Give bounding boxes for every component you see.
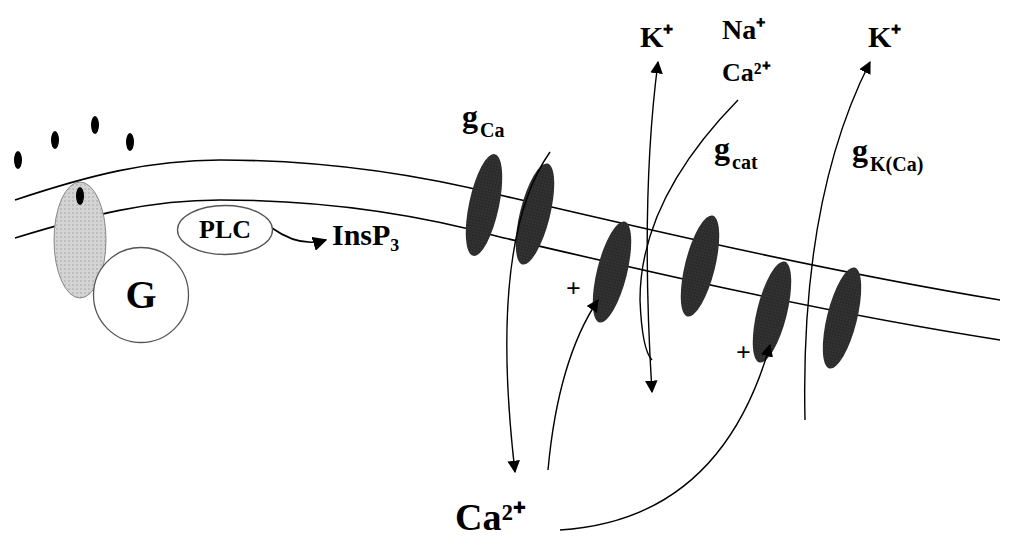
node-label: G — [125, 275, 156, 315]
activation-arrow — [560, 345, 770, 530]
ligand — [14, 151, 22, 169]
plc-ellipse: PLC — [176, 204, 274, 256]
ligand — [51, 131, 59, 149]
ion-flux — [805, 62, 870, 420]
ligand — [76, 187, 84, 205]
g-protein-circle: G — [92, 246, 190, 344]
ion-flux — [640, 100, 738, 360]
ion-label: Na⁺ — [722, 16, 765, 44]
ion-label: Ca²⁺ — [722, 60, 771, 86]
ligand — [91, 116, 99, 134]
conductance-symbol: g — [714, 132, 730, 164]
leader-arrow — [272, 228, 326, 242]
conductance-symbol: g — [852, 134, 868, 166]
activation-sign: + — [736, 340, 751, 366]
channel-subunit — [508, 160, 562, 268]
conductance-symbol: g — [462, 100, 478, 132]
ion-label: K⁺ — [868, 22, 901, 52]
channel-subunit — [815, 264, 869, 372]
messenger-label: InsP₃ — [332, 220, 399, 250]
ion-flux — [507, 152, 550, 472]
channel-subunit — [585, 218, 639, 326]
conductance-subscript: Ca — [480, 120, 504, 140]
conductance-subscript: cat — [732, 152, 758, 172]
activation-arrow — [548, 300, 598, 470]
ion-label: Ca²⁺ — [455, 498, 526, 536]
channel-subunit — [459, 151, 510, 259]
node-border — [178, 206, 273, 255]
ion-label: K⁺ — [640, 22, 673, 52]
node-label: PLC — [199, 217, 251, 243]
node-border — [94, 248, 189, 343]
activation-sign: + — [566, 276, 581, 302]
ligand — [126, 133, 134, 151]
channel-subunit — [673, 212, 727, 320]
conductance-subscript: K(Ca) — [870, 154, 923, 174]
channel-subunit — [745, 258, 799, 366]
